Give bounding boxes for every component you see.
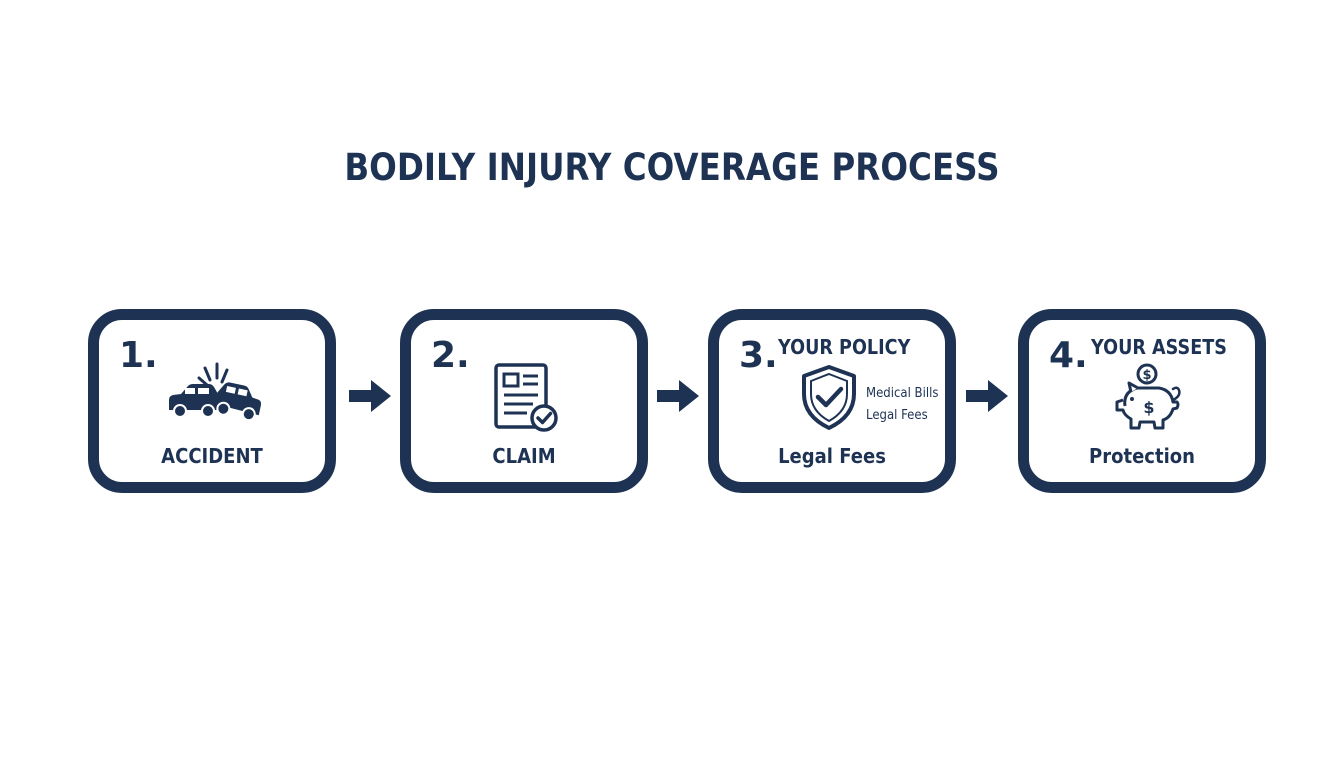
step-number: 1. — [119, 335, 158, 376]
svg-text:$: $ — [1142, 368, 1151, 383]
step-heading: YOUR ASSETS — [1091, 335, 1227, 359]
step-label: ACCIDENT — [161, 444, 263, 468]
arrow-right-icon — [657, 380, 699, 412]
svg-text:$: $ — [1143, 398, 1154, 417]
shield-check-icon — [802, 365, 856, 430]
car-crash-icon — [169, 362, 262, 422]
coverage-note: Medical Bills — [866, 386, 939, 401]
step-label: CLAIM — [492, 444, 556, 468]
coverage-note: Legal Fees — [866, 408, 928, 423]
step-your-assets: 4. YOUR ASSETS $ $ Protection — [1018, 309, 1266, 493]
piggy-bank-icon: $ $ — [1115, 363, 1181, 430]
step-label: Legal Fees — [778, 444, 886, 468]
arrow-right-icon — [966, 380, 1008, 412]
claim-document-icon — [494, 363, 558, 432]
step-heading: YOUR POLICY — [778, 335, 911, 359]
step-accident: 1. ACCIDENT — [88, 309, 336, 493]
diagram-title: BODILY INJURY COVERAGE PROCESS — [344, 146, 1000, 189]
step-number: 2. — [431, 335, 470, 376]
arrow-right-icon — [349, 380, 391, 412]
step-number: 4. — [1049, 335, 1088, 376]
step-label: Protection — [1089, 444, 1195, 468]
step-claim: 2. CLAIM — [400, 309, 648, 493]
step-number: 3. — [739, 335, 778, 376]
step-your-policy: 3. YOUR POLICY Medical Bills Legal Fees … — [708, 309, 956, 493]
